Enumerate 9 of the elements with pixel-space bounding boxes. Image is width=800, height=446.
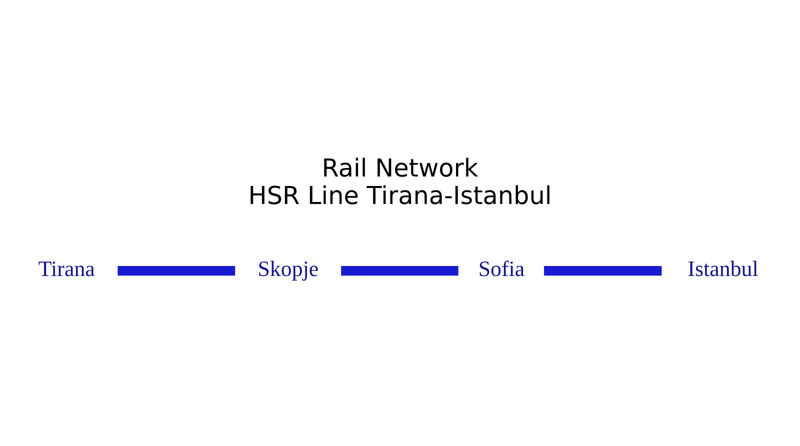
connector: [118, 266, 236, 276]
node-text: Skopje: [258, 256, 319, 281]
node-text: Istanbul: [688, 256, 758, 281]
node-text: Tirana: [38, 256, 95, 281]
node-text: Sofia: [478, 256, 525, 281]
connector: [341, 266, 458, 276]
connector: [544, 266, 662, 276]
caption: HSR Line Tirana-Istanbul: [248, 180, 552, 210]
diagram-title: Rail Network: [322, 153, 478, 182]
